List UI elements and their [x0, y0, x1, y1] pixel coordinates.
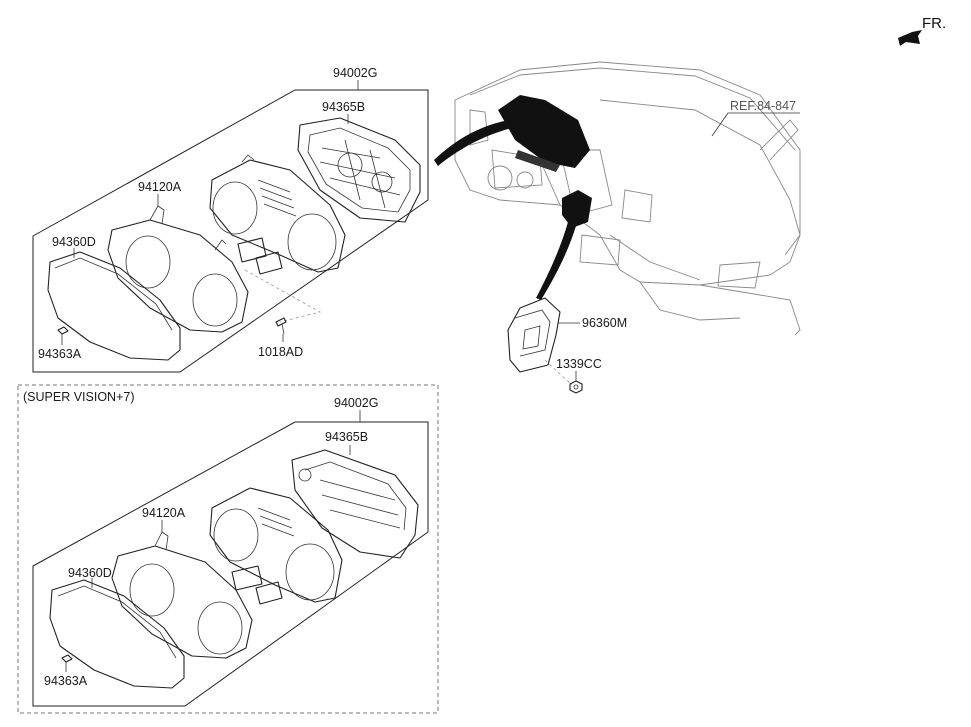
screw-part-number: 1018AD — [258, 345, 303, 359]
supervision-cluster-section: (SUPER VISION+7) 94002G 94365B — [17, 384, 439, 714]
supervision-cluster-gauge — [209, 487, 343, 605]
standard-cluster-group: 94002G 94365B 9 — [32, 66, 429, 373]
assembly-boundary — [32, 89, 429, 373]
cluster-gauge — [209, 154, 346, 275]
nut-icon — [569, 380, 583, 394]
cluster-lens — [47, 251, 181, 361]
front-direction-indicator: FR. — [898, 15, 946, 46]
screw-icon — [275, 317, 287, 335]
hud-callout-sweep — [536, 222, 576, 300]
cluster-callout-sweep — [434, 120, 512, 166]
supervision-assembly-boundary — [32, 421, 429, 707]
hud-part-number: 96360M — [582, 316, 627, 330]
supervision-cluster-bezel — [111, 531, 253, 659]
gauge-part-number: 94120A — [138, 180, 182, 194]
supervision-lens-part-number: 94360D — [68, 566, 112, 580]
lens-part-number: 94360D — [52, 235, 96, 249]
supervision-case-part-number: 94365B — [325, 430, 368, 444]
supervision-assembly-part-number: 94002G — [334, 396, 378, 410]
supervision-gauge-part-number: 94120A — [142, 506, 186, 520]
supervision-cluster-lens — [49, 579, 185, 689]
clip-icon — [57, 326, 69, 335]
supervision-clip-icon — [61, 654, 73, 663]
case-part-number: 94365B — [322, 100, 365, 114]
dashboard-cluster-highlight — [498, 95, 590, 168]
supervision-clip-part-number: 94363A — [44, 674, 88, 688]
dashboard-hud-highlight — [562, 190, 592, 228]
hud-unit: 96360M 1339CC — [507, 297, 627, 394]
front-arrow-icon — [898, 30, 922, 46]
nut-part-number: 1339CC — [556, 357, 602, 371]
assembly-part-number: 94002G — [333, 66, 377, 80]
cluster-bezel — [107, 205, 249, 333]
clip-part-number: 94363A — [38, 347, 82, 361]
supervision-cluster-case — [291, 449, 419, 559]
supervision-section-border — [17, 384, 439, 714]
reference-label: REF.84-847 — [730, 99, 796, 113]
front-label: FR. — [922, 15, 946, 32]
dashboard-illustration: REF.84-847 — [434, 61, 801, 336]
supervision-section-title: (SUPER VISION+7) — [23, 390, 135, 404]
cluster-case — [297, 117, 421, 223]
